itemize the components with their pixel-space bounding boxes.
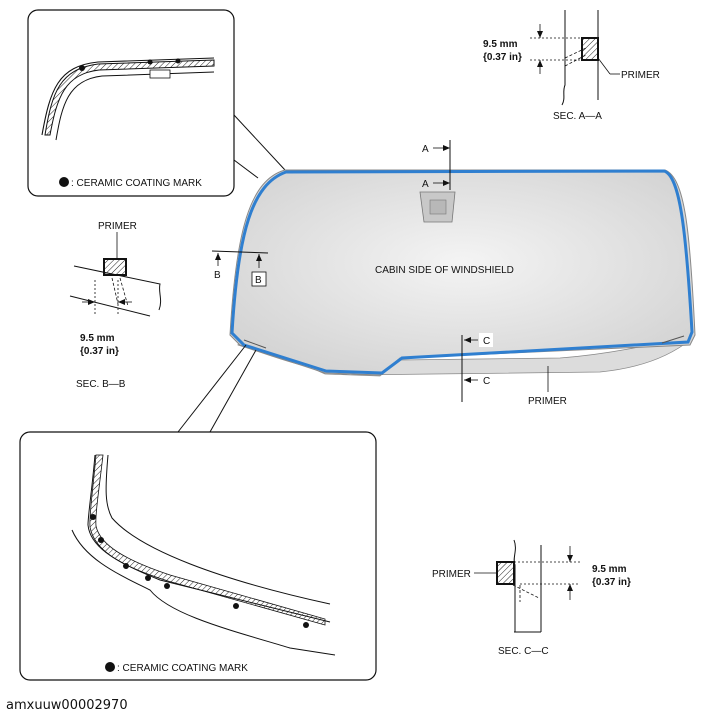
section-a-dimension: 9.5 mm [483,39,518,50]
section-marker-c2: C [483,376,490,387]
section-marker-b1: B [214,270,221,281]
ceramic-mark-dot [123,563,129,569]
section-b-primer-label: PRIMER [98,221,137,232]
section-b-b: PRIMER 9.5 mm {0.37 in} SEC. B—B [69,221,162,390]
section-marker-a2: A [422,179,429,190]
ceramic-mark-dot [303,622,309,628]
image-id: amxuuw00002970 [6,698,128,713]
section-marker-b2: B [255,275,262,286]
ceramic-mark-dot [233,603,239,609]
ceramic-mark-dot [98,537,104,543]
section-a-caption: SEC. A—A [553,111,602,122]
ceramic-mark-dot [90,514,96,520]
section-marker-c1: C [483,336,490,347]
windshield-primer-label: PRIMER [528,396,567,407]
ceramic-mark-dot [147,59,153,65]
section-c-primer-label: PRIMER [432,569,471,580]
section-b-dimension: 9.5 mm [80,333,115,344]
section-a-dimension-in: {0.37 in} [483,52,522,63]
ceramic-mark-dot [145,575,151,581]
callout-top-left: : CERAMIC COATING MARK [27,9,286,197]
ceramic-mark-dot [164,583,170,589]
windshield-label: CABIN SIDE OF WINDSHIELD [375,265,514,276]
section-a-a: 9.5 mm {0.37 in} PRIMER SEC. A—A [483,10,660,122]
primer-line [230,169,694,375]
section-c-dimension-in: {0.37 in} [592,577,631,588]
section-c-caption: SEC. C—C [498,646,549,657]
section-b-dimension-in: {0.37 in} [80,346,119,357]
legend-dot-icon [59,177,69,187]
ceramic-mark-legend-bottom: : CERAMIC COATING MARK [117,663,248,674]
ceramic-mark-dot [79,65,85,71]
ceramic-mark-legend-top: : CERAMIC COATING MARK [71,178,202,189]
callout-bottom-left: : CERAMIC COATING MARK [19,344,377,681]
section-marker-a1: A [422,144,429,155]
ceramic-mark-dot [175,58,181,64]
legend-dot-icon [105,662,115,672]
section-b-caption: SEC. B—B [76,379,126,390]
section-c-c: PRIMER 9.5 mm {0.37 in} SEC. C—C [432,539,631,657]
section-a-primer-label: PRIMER [621,70,660,81]
section-c-dimension: 9.5 mm [592,564,627,575]
windshield: CABIN SIDE OF WINDSHIELD A A B B C C PRI… [211,140,696,407]
